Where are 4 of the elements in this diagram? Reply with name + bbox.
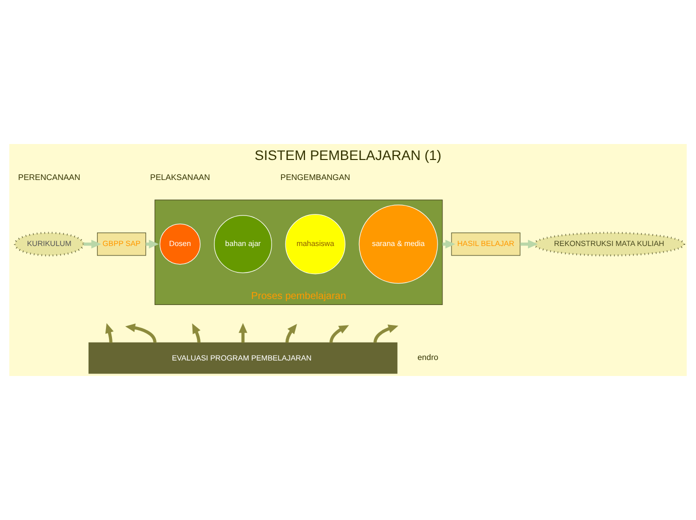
arrow [84, 240, 102, 248]
diagram-title: SISTEM PEMBELAJARAN (1) [254, 147, 442, 164]
arrow [238, 323, 248, 343]
arrow [520, 240, 538, 248]
